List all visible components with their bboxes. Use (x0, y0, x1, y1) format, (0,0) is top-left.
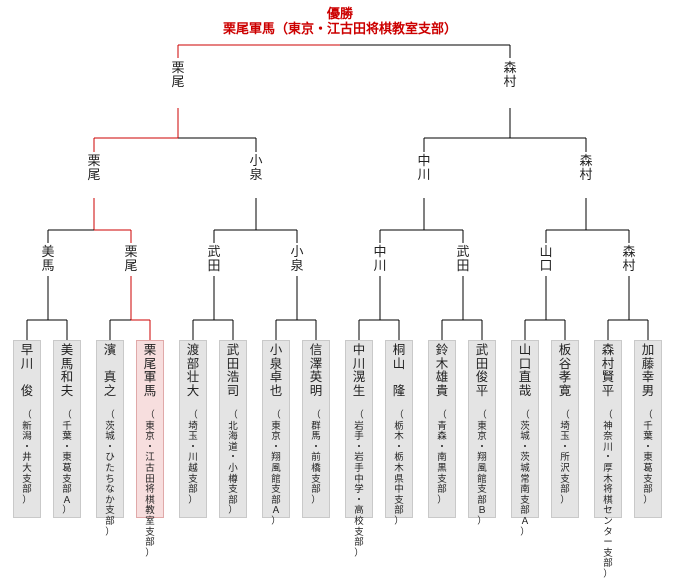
player-name-7: 小泉卓也 (269, 342, 283, 398)
player-name-4: 栗尾軍馬 (143, 342, 157, 398)
player-affiliation-4: （東京・江古田将棋教室支部） (145, 410, 155, 559)
player-card-9: 中川滉生 （岩手・岩手中学・高校支部） (345, 340, 373, 558)
player-name-3: 濱 真之 (103, 342, 117, 398)
player-card-4-winner: 栗尾軍馬 （東京・江古田将棋教室支部） (136, 340, 164, 558)
semifinal-name-1: 栗尾 (87, 154, 101, 183)
player-name-14: 板谷孝寛 (558, 342, 572, 398)
player-card-16: 加藤幸男 （千葉・東葛支部） (634, 340, 662, 518)
quarterfinal-name-7: 山口 (539, 245, 553, 274)
player-card-6: 武田浩司 （北海道・小樽支部） (219, 340, 247, 518)
player-name-5: 渡部壮大 (186, 342, 200, 398)
player-affiliation-10: （栃木・栃木県中支部） (394, 410, 404, 527)
player-card-11: 鈴木雄貴 （青森・南黒支部） (428, 340, 456, 518)
champion-label: 優勝 (326, 7, 353, 22)
final-name-1: 栗尾 (171, 61, 185, 90)
player-affiliation-16: （千葉・東葛支部） (643, 410, 653, 506)
player-name-9: 中川滉生 (352, 342, 366, 398)
quarterfinal-name-8: 森村 (622, 245, 636, 274)
player-name-2: 美馬和夫 (60, 342, 74, 398)
player-affiliation-1: （新潟・井大支部） (22, 410, 32, 506)
final-name-2: 森村 (503, 61, 517, 90)
player-card-1: 早川 俊 （新潟・井大支部） (13, 340, 41, 518)
player-name-6: 武田浩司 (226, 342, 240, 398)
quarterfinal-name-6: 武田 (456, 245, 470, 274)
player-affiliation-6: （北海道・小樽支部） (228, 410, 238, 517)
player-card-14: 板谷孝寛 （埼玉・所沢支部） (551, 340, 579, 518)
champion-name: 栗尾軍馬（東京・江古田将棋教室支部） (222, 22, 457, 37)
player-card-3: 濱 真之 （茨城・ひたちなか支部） (96, 340, 124, 537)
semifinal-name-4: 森村 (579, 154, 593, 183)
quarterfinal-name-5: 中川 (373, 245, 387, 274)
tournament-bracket: 優勝 栗尾軍馬（東京・江古田将棋教室支部） 栗尾 森村 栗尾 小泉 中川 森村 … (13, 7, 662, 580)
player-affiliation-3: （茨城・ひたちなか支部） (105, 410, 115, 538)
player-name-12: 武田俊平 (475, 342, 489, 398)
player-affiliation-8: （群馬・前橋支部） (311, 410, 321, 506)
player-card-15: 森村賢平 （神奈川・厚木将棋センター支部） (594, 340, 622, 580)
player-affiliation-5: （埼玉・川越支部） (188, 410, 198, 506)
player-name-1: 早川 俊 (20, 342, 34, 398)
player-name-11: 鈴木雄貴 (435, 342, 449, 398)
player-affiliation-14: （埼玉・所沢支部） (560, 410, 570, 506)
player-name-13: 山口直哉 (518, 342, 532, 398)
player-name-8: 信澤英明 (309, 342, 323, 398)
player-name-16: 加藤幸男 (641, 342, 655, 398)
quarterfinal-name-2: 栗尾 (124, 245, 138, 274)
player-affiliation-15: （神奈川・厚木将棋センター支部） (603, 410, 613, 580)
player-name-10: 桐山 隆 (392, 342, 406, 398)
quarterfinal-name-1: 美馬 (41, 245, 55, 274)
quarterfinal-name-3: 武田 (207, 245, 221, 274)
semifinal-name-3: 中川 (417, 154, 431, 183)
quarterfinal-name-4: 小泉 (290, 245, 304, 274)
semifinal-name-2: 小泉 (249, 154, 263, 183)
player-card-10: 桐山 隆 （栃木・栃木県中支部） (385, 340, 413, 527)
player-name-15: 森村賢平 (601, 342, 615, 398)
player-card-8: 信澤英明 （群馬・前橋支部） (302, 340, 330, 518)
player-affiliation-11: （青森・南黒支部） (437, 410, 447, 506)
player-card-5: 渡部壮大 （埼玉・川越支部） (179, 340, 207, 518)
bracket-lines (26, 44, 649, 340)
player-affiliation-9: （岩手・岩手中学・高校支部） (354, 410, 364, 559)
